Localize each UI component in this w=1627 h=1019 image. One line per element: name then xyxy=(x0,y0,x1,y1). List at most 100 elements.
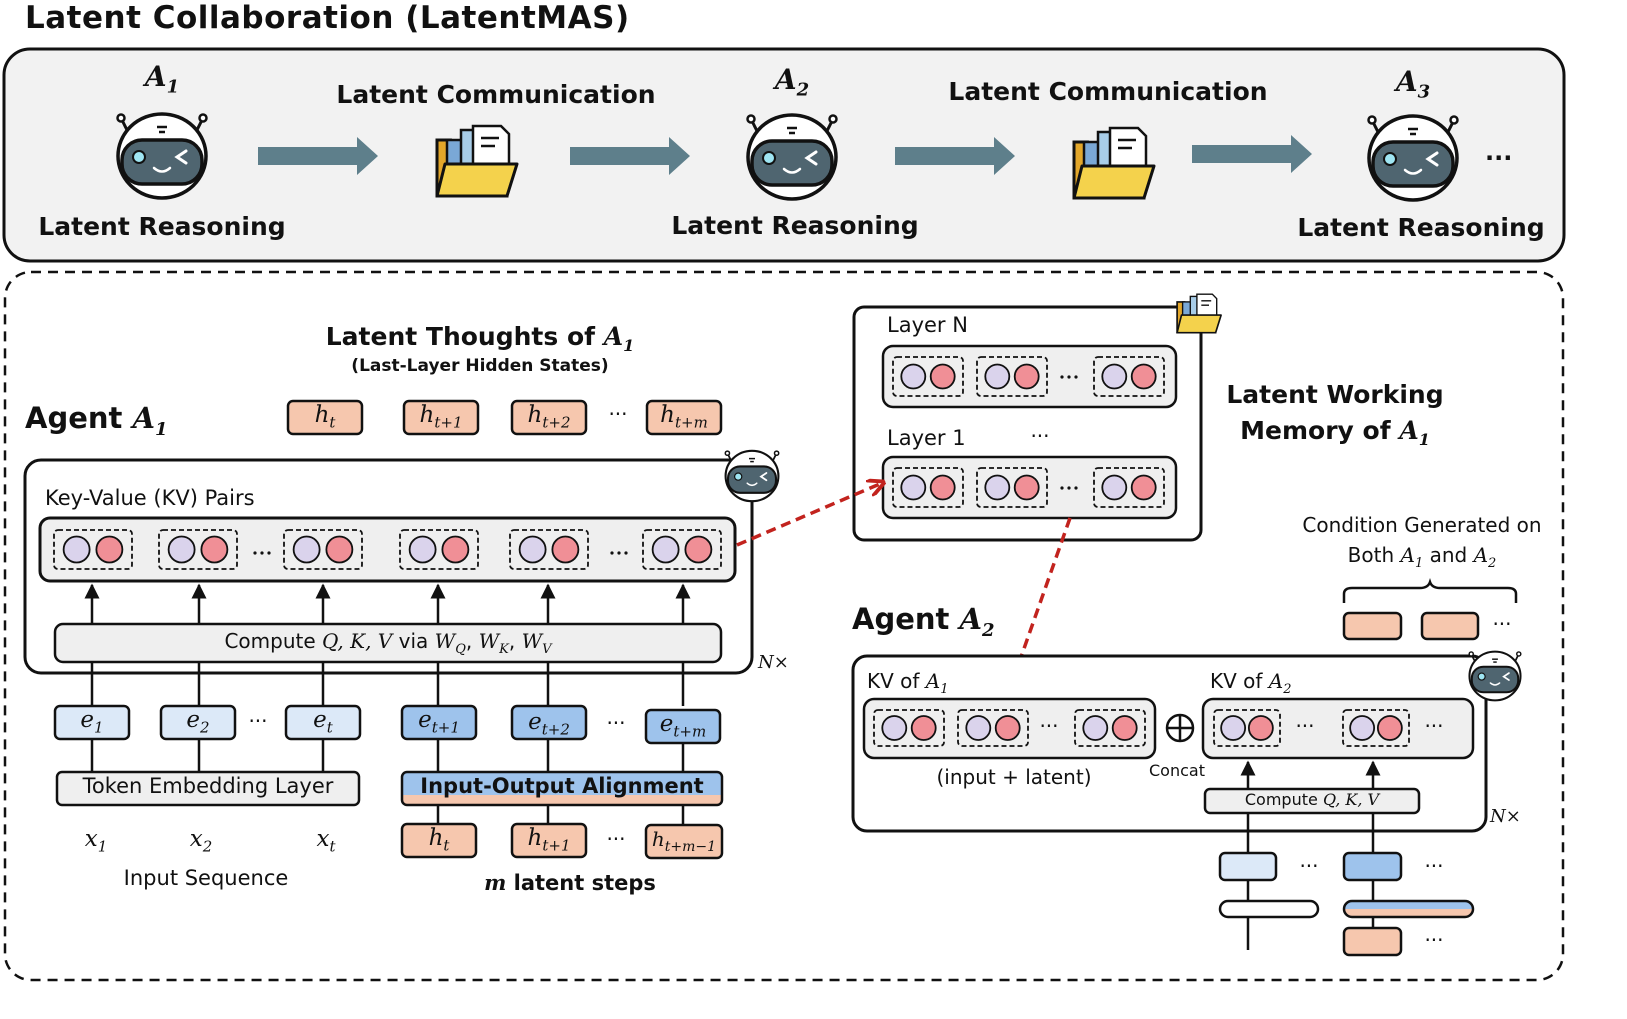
value-circle xyxy=(551,535,580,564)
kv-pair-frame xyxy=(1213,709,1281,747)
kv-pair-frame xyxy=(957,709,1029,747)
kv-pair-frame xyxy=(976,356,1048,397)
input-sequence-label: Input Sequence xyxy=(123,866,289,890)
key-circle xyxy=(1220,715,1247,741)
agent-caption: Latent Reasoning xyxy=(38,212,286,241)
latent-input-label: ht+m−1 xyxy=(651,827,717,855)
value-circle xyxy=(200,535,229,564)
kv-pair-frame xyxy=(1093,467,1165,508)
kv-a1-label: KV of A1 xyxy=(867,669,949,697)
communication-label: Latent Communication xyxy=(336,80,656,109)
condition-output-box xyxy=(1342,611,1403,641)
kv-pair-frame xyxy=(158,529,238,570)
agent2-alignment-layer xyxy=(1342,899,1475,919)
value-circle xyxy=(1013,474,1040,501)
key-circle xyxy=(1101,474,1128,501)
value-circle xyxy=(1130,363,1157,390)
embedding-box xyxy=(400,704,478,741)
token-label: x1 xyxy=(84,826,108,856)
condition-brace xyxy=(1342,578,1518,603)
embedding-box xyxy=(510,704,588,741)
key-circle xyxy=(651,535,680,564)
agent2-embed-box xyxy=(1218,851,1278,882)
top-ellipsis: ... xyxy=(1485,138,1513,166)
key-circle xyxy=(900,363,927,390)
key-circle xyxy=(900,474,927,501)
embedding-box xyxy=(284,704,362,741)
ellipsis-dot xyxy=(624,551,628,555)
memory-layer-n-label: Layer N xyxy=(887,313,968,337)
ellipsis: ··· xyxy=(1424,928,1444,952)
ellipsis: ··· xyxy=(1030,424,1050,448)
robot-icon xyxy=(745,113,839,201)
kv-pair-frame xyxy=(283,529,363,570)
latent-input-box xyxy=(400,822,478,859)
embedding-label: et+2 xyxy=(528,709,570,739)
ellipsis-dot xyxy=(1067,486,1071,490)
ellipsis-dot xyxy=(267,551,271,555)
embedding-label: et+1 xyxy=(418,707,460,737)
kv-pair-frame xyxy=(509,529,589,570)
value-circle xyxy=(441,535,470,564)
ellipsis: ··· xyxy=(1039,714,1059,738)
ellipsis-dot xyxy=(1067,375,1071,379)
embedding-box xyxy=(644,708,722,745)
ellipsis: ··· xyxy=(608,402,628,426)
latent-input-box xyxy=(510,822,588,859)
value-circle xyxy=(929,474,956,501)
ellipsis: ··· xyxy=(1424,714,1444,738)
latent-input-box xyxy=(644,823,724,860)
embedding-label: e2 xyxy=(186,707,210,737)
hidden-state-label: ht xyxy=(314,402,336,432)
hidden-state-box xyxy=(402,399,480,436)
memory-title-line2: Memory of A1 xyxy=(1240,416,1430,449)
agent2-latent-box xyxy=(1342,926,1403,957)
ellipsis-dot xyxy=(253,551,257,555)
value-circle xyxy=(95,535,124,564)
agent2-token-layer xyxy=(1218,899,1320,919)
latent-input-label: ht+1 xyxy=(527,825,571,855)
kv-a2-row xyxy=(1201,697,1475,760)
robot-icon xyxy=(1366,114,1460,202)
robot-icon xyxy=(724,449,780,503)
page-title: Latent Collaboration (LatentMAS) xyxy=(25,0,630,36)
value-circle xyxy=(929,363,956,390)
value-circle xyxy=(1376,715,1403,741)
token-embedding-label: Token Embedding Layer xyxy=(82,774,334,798)
hidden-state-label: ht+2 xyxy=(527,402,571,432)
agent-label: A3 xyxy=(1395,65,1431,103)
flow-arrow xyxy=(258,135,1312,175)
ellipsis: ··· xyxy=(1295,714,1315,738)
key-circle xyxy=(167,535,196,564)
hidden-state-box xyxy=(510,399,588,436)
detail-panel xyxy=(3,270,1565,982)
latent-thoughts-subtitle: (Last-Layer Hidden States) xyxy=(351,356,609,376)
key-circle xyxy=(881,715,908,741)
memory-write-arrow xyxy=(736,483,882,547)
condition-line2: Both A1 and A2 xyxy=(1347,543,1497,571)
value-circle xyxy=(1130,474,1157,501)
kv-pair-frame xyxy=(1074,709,1146,747)
key-circle xyxy=(965,715,992,741)
ellipsis-dot xyxy=(1060,486,1064,490)
agent2-embed-box xyxy=(1342,851,1403,882)
kv-pair-frame xyxy=(642,529,722,570)
ellipsis: ··· xyxy=(1424,854,1444,878)
hidden-state-box xyxy=(286,399,364,436)
value-circle xyxy=(910,715,937,741)
kv-pair-frame xyxy=(1093,356,1165,397)
token-embedding-layer xyxy=(55,770,361,807)
ellipsis-dot xyxy=(1074,375,1078,379)
kv-pair-frame xyxy=(1342,709,1410,747)
embedding-label: et+m xyxy=(659,711,707,741)
input-output-alignment xyxy=(400,770,724,807)
ellipsis: ··· xyxy=(1492,612,1512,636)
key-circle xyxy=(984,363,1011,390)
kv-pair-frame xyxy=(873,709,945,747)
kv-label: Key-Value (KV) Pairs xyxy=(45,486,255,510)
ellipsis-dot xyxy=(610,551,614,555)
agent2-title: Agent A2 xyxy=(852,602,995,641)
embedding-label: et xyxy=(313,707,333,737)
hidden-state-label: ht+m xyxy=(660,402,708,432)
token-label: xt xyxy=(316,826,336,856)
